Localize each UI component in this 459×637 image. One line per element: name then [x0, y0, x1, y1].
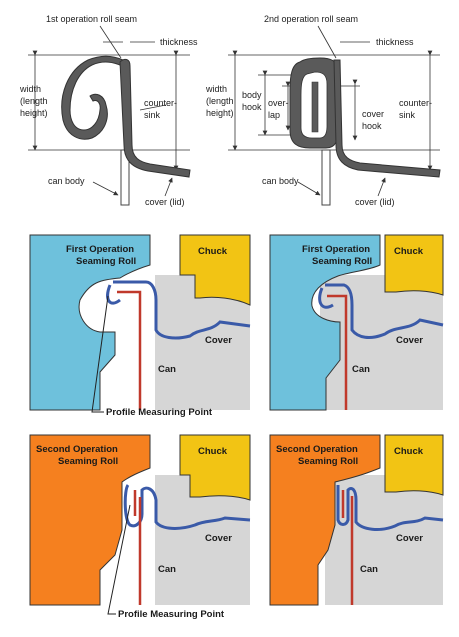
panel-second-operation-left: Second Operation Seaming Roll Chuck Cove… [29, 434, 251, 620]
thickness-label: thickness [376, 37, 414, 47]
first-seam-curl [61, 55, 124, 140]
cover-line [123, 484, 251, 530]
can-area [395, 275, 443, 410]
countersink-label-line-1: counter- [144, 98, 177, 108]
title-pointer [317, 25, 337, 59]
body-hook-label-line-1: body [242, 90, 262, 100]
chuck-label: Chuck [198, 246, 228, 257]
can-label: Can [158, 564, 176, 575]
second-seam-body-hook [311, 81, 319, 133]
panel-first-operation-right: First Operation Seaming Roll Chuck Cover… [269, 234, 444, 411]
chuck-block [179, 434, 251, 501]
first-operation-seam-diagram: 1st operation roll seam thickness width … [19, 14, 198, 207]
can-body-wall [321, 149, 331, 206]
second-roll-shape [269, 434, 381, 606]
cover-curl [106, 284, 121, 305]
cover-label: Cover [205, 533, 232, 544]
width-label-line-1: width [205, 84, 227, 94]
body-hook-label-line-2: hook [242, 102, 262, 112]
second-operation-seam-diagram: 2nd operation roll seam thickness width … [205, 14, 441, 207]
roll-label-line-1: Second Operation [36, 444, 118, 455]
width-label-line-3: height) [20, 108, 48, 118]
measure-pointer [91, 295, 109, 413]
chuck-label: Chuck [394, 246, 424, 257]
cover-pointer [164, 177, 173, 197]
can-wall-line [341, 490, 354, 605]
chuck-block [179, 234, 251, 306]
countersink-label-line-1: counter- [399, 98, 432, 108]
chuck-label: Chuck [394, 446, 424, 457]
can-body-pointer [92, 181, 119, 196]
cover-label: cover (lid) [355, 197, 395, 207]
cover-line [325, 283, 444, 339]
width-label-line-2: (length [206, 96, 234, 106]
seam-title: 1st operation roll seam [46, 14, 137, 24]
roll-label-line-2: Seaming Roll [76, 256, 136, 267]
panel-first-operation-left: First Operation Seaming Roll Chuck Cover… [29, 234, 251, 418]
can-body-label: can body [48, 176, 85, 186]
overlap-label-line-2: lap [268, 110, 280, 120]
cover-label: Cover [205, 335, 232, 346]
seam-title: 2nd operation roll seam [264, 14, 358, 24]
can-label: Can [352, 364, 370, 375]
measure-label: Profile Measuring Point [118, 609, 225, 620]
panel-second-operation-right: Second Operation Seaming Roll Chuck Cove… [269, 434, 444, 606]
cover-label: cover (lid) [145, 197, 185, 207]
roll-label-line-2: Seaming Roll [58, 456, 118, 467]
measure-label: Profile Measuring Point [106, 407, 213, 418]
width-label-line-3: height) [206, 108, 234, 118]
roll-label-line-1: First Operation [66, 244, 134, 255]
can-body-label: can body [262, 176, 299, 186]
roll-label-line-1: First Operation [302, 244, 370, 255]
can-label: Can [158, 364, 176, 375]
roll-label-line-1: Second Operation [276, 444, 358, 455]
cover-label: Cover [396, 335, 423, 346]
chuck-block [384, 234, 444, 296]
can-area [325, 475, 443, 605]
second-roll-shape [29, 434, 151, 606]
thickness-label: thickness [160, 37, 198, 47]
countersink-pointer [139, 104, 167, 111]
cover-curl [318, 287, 334, 309]
cover-hook-label-line-1: cover [362, 109, 384, 119]
roll-label-line-2: Seaming Roll [312, 256, 372, 267]
can-wall-line [117, 290, 142, 410]
overlap-label-line-1: over- [268, 98, 289, 108]
can-wall-line [133, 490, 142, 605]
width-label-line-1: width [19, 84, 41, 94]
can-body-pointer [297, 181, 321, 196]
can-label: Can [360, 564, 378, 575]
first-cover-wall [119, 58, 191, 178]
countersink-label-line-2: sink [144, 110, 161, 120]
first-roll-shape [29, 234, 151, 411]
can-wall-line [327, 294, 348, 410]
countersink-label-line-2: sink [399, 110, 416, 120]
second-cover-wall [333, 59, 441, 178]
cover-pointer [377, 177, 386, 197]
chuck-label: Chuck [198, 446, 228, 457]
chuck-block [384, 434, 444, 496]
first-roll-shape [269, 234, 381, 411]
cover-label: Cover [396, 533, 423, 544]
roll-label-line-2: Seaming Roll [298, 456, 358, 467]
cover-line [336, 485, 444, 531]
cover-line [113, 280, 251, 340]
title-pointer [99, 25, 122, 59]
width-label-line-2: (length [20, 96, 48, 106]
measure-pointer [107, 504, 131, 615]
cover-hook-label-line-2: hook [362, 121, 382, 131]
